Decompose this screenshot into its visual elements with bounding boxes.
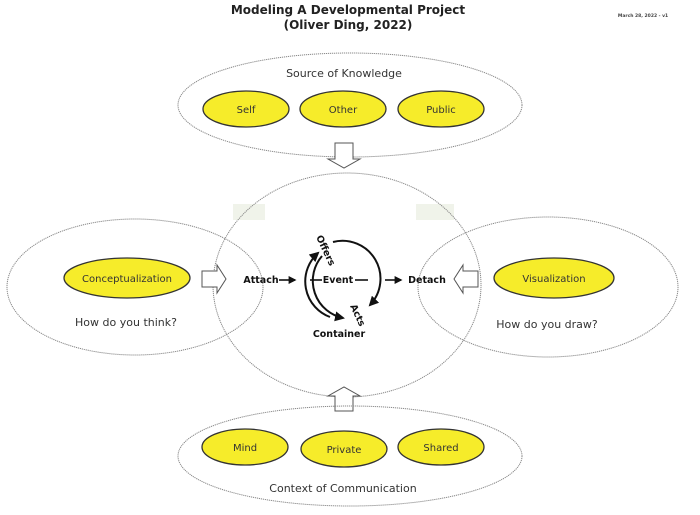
pill-shared-label: Shared — [423, 443, 458, 454]
event-label: Event — [323, 275, 354, 286]
title-line-2: (Oliver Ding, 2022) — [284, 18, 413, 32]
pill-private-label: Private — [327, 445, 362, 456]
hollow-arrow-left-icon — [453, 263, 479, 295]
context-of-communication-group: Mind Private Shared Context of Communica… — [177, 405, 523, 507]
cycle-arrow-up — [304, 251, 331, 318]
context-of-communication-label: Context of Communication — [269, 482, 416, 495]
pill-self[interactable] — [202, 90, 290, 128]
container-label: Container — [313, 329, 366, 340]
pill-visualization-label: Visualization — [522, 274, 585, 285]
attach-label: Attach — [243, 275, 278, 286]
pill-private[interactable] — [300, 430, 388, 468]
source-of-knowledge-group: Source of Knowledge Self Other Public — [177, 52, 523, 158]
cycle-arrow-down — [332, 239, 382, 307]
left-group: Conceptualization How do you think? — [6, 218, 264, 356]
cycle-arrow-offers — [311, 255, 345, 322]
pill-conceptualization[interactable] — [63, 257, 191, 299]
shade-block-left — [233, 204, 265, 220]
right-group: Visualization How do you draw? — [417, 216, 679, 358]
hollow-arrow-right-icon — [201, 263, 227, 295]
pill-conceptualization-label: Conceptualization — [82, 274, 172, 285]
pill-other-label: Other — [329, 105, 358, 116]
pill-other[interactable] — [299, 90, 387, 128]
version-note: March 28, 2022 - v1 — [618, 13, 668, 19]
left-group-outline — [6, 218, 264, 356]
pill-mind[interactable] — [201, 428, 289, 466]
right-question: How do you draw? — [496, 318, 598, 331]
right-group-outline — [417, 216, 679, 358]
pill-public[interactable] — [397, 90, 485, 128]
source-of-knowledge-label: Source of Knowledge — [286, 67, 402, 80]
pill-public-label: Public — [426, 105, 456, 116]
pill-mind-label: Mind — [233, 443, 257, 454]
left-question: How do you think? — [75, 316, 177, 329]
hollow-arrow-down-icon — [326, 142, 362, 169]
hollow-arrow-up-icon — [326, 386, 362, 412]
pill-shared[interactable] — [397, 428, 485, 466]
context-of-communication-outline — [177, 405, 523, 507]
title-line-1: Modeling A Developmental Project — [231, 3, 466, 17]
pill-visualization[interactable] — [493, 257, 615, 299]
pill-self-label: Self — [237, 105, 256, 116]
detach-label: Detach — [408, 275, 446, 286]
acts-label: Acts — [347, 303, 367, 329]
shade-block-right — [416, 204, 454, 220]
